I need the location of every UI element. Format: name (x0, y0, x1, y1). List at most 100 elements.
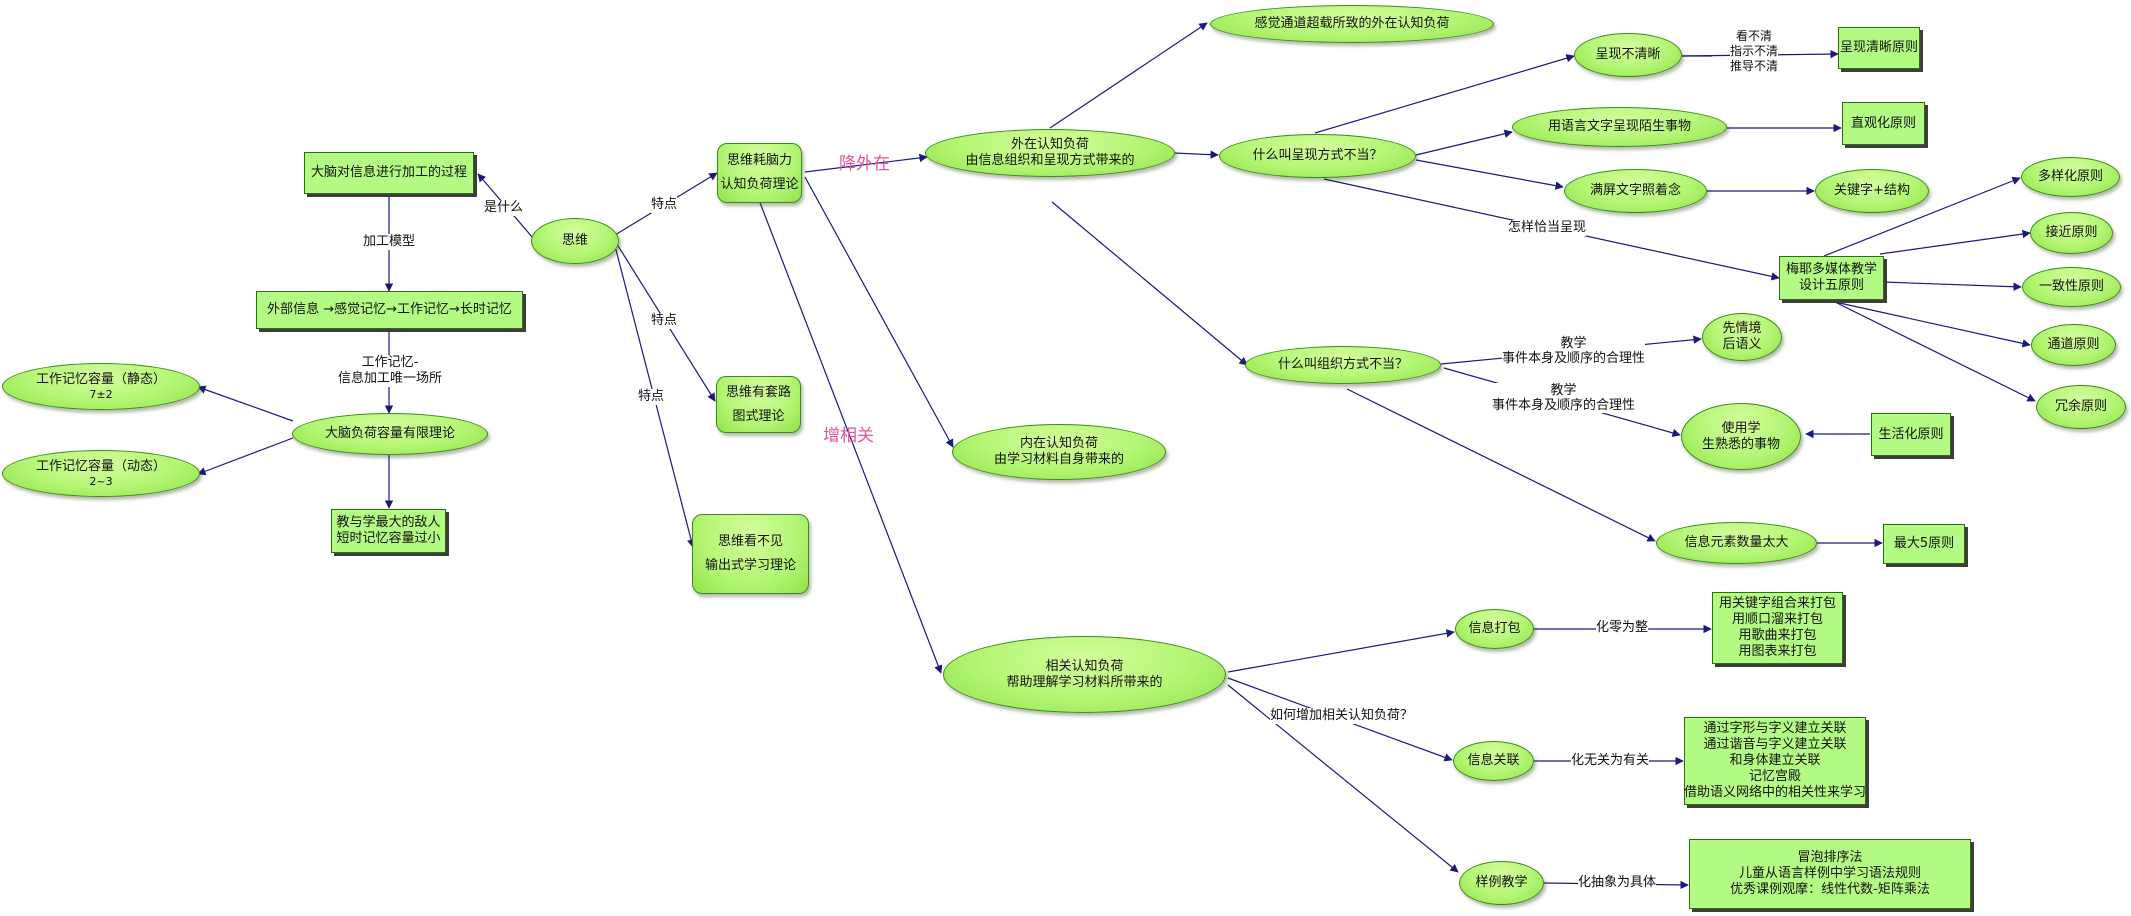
edge (1415, 159, 1564, 190)
node-proximity-principle: 接近原则 (2030, 212, 2113, 254)
packing-method-item: 用图表来打包 (1738, 644, 1817, 659)
edge (804, 176, 954, 448)
node-context-first: 先情境 后语义 (1702, 313, 1782, 361)
node-intuitive-principle: 直观化原则 (1842, 102, 1925, 145)
edge (197, 385, 294, 422)
association-method-item: 记忆宫殿 (1748, 769, 1801, 784)
node-info-flow-label: 外部信息 →感觉记忆→工作记忆→长时记忆 (267, 302, 512, 317)
edge-label-how-increase: 如何增加相关认知负荷？ (1270, 708, 1414, 724)
edge-label-trait-2: 特点 (651, 313, 678, 329)
node-channel-overload: 感觉通道超载所致的外在认知负荷 (1210, 5, 1494, 43)
node-keyword-structure: 关键字+结构 (1815, 169, 1929, 213)
node-intrinsic-load-title: 内在认知负荷 (1019, 436, 1098, 451)
edge-label-processing-model: 加工模型 (363, 234, 416, 250)
node-full-screen-text: 满屏文字照着念 (1564, 169, 1707, 213)
node-info-packing-label: 信息打包 (1468, 621, 1521, 636)
edge-label-unclear-detail-line: 看不清 (1736, 29, 1773, 43)
node-channel-principle: 通道原则 (2031, 324, 2116, 366)
association-method-item: 通过字形与字义建立关联 (1703, 721, 1847, 736)
node-channel-principle-label: 通道原则 (2047, 337, 2100, 352)
node-clear-principle: 呈现清晰原则 (1838, 27, 1920, 69)
edge (1049, 22, 1208, 129)
node-info-association: 信息关联 (1453, 741, 1534, 781)
edge-label-teaching-order-2: 教学 事件本身及顺序的合理性 (1492, 383, 1636, 413)
edge (1051, 201, 1248, 366)
node-info-packing: 信息打包 (1455, 609, 1534, 649)
node-example-methods: 冒泡排序法 儿童从语言样例中学习语法规则 优秀课例观摩：线性代数-矩阵乘法 (1689, 839, 1971, 909)
node-life-principle: 生活化原则 (1871, 413, 1951, 456)
node-thinking-label: 思维 (561, 233, 588, 248)
node-extraneous-load-title: 外在认知负荷 (1010, 137, 1089, 152)
edge-label-teaching-order-1-line1: 教学 (1560, 336, 1587, 351)
node-germane-load: 相关认知负荷 帮助理解学习材料所带来的 (943, 636, 1226, 713)
node-cognitive-load-theory-title: 思维耗脑力 (726, 153, 792, 168)
node-info-flow: 外部信息 →感觉记忆→工作记忆→长时记忆 (256, 291, 523, 329)
edge-label-whole: 化零为整 (1596, 620, 1649, 636)
edge-label-teaching-order-1-line2: 事件本身及顺序的合理性 (1502, 351, 1646, 366)
node-output-learning: 思维看不见 输出式学习理论 (692, 514, 809, 594)
node-wm-dynamic-title: 工作记忆容量（动态） (35, 459, 166, 474)
node-unclear-label: 呈现不清晰 (1595, 47, 1661, 62)
node-extraneous-load-subtitle: 由信息组织和呈现方式带来的 (965, 153, 1135, 168)
node-biggest-enemy-line2: 短时记忆容量过小 (336, 531, 441, 546)
edge (1415, 129, 1513, 156)
node-wm-dynamic: 工作记忆容量（动态） 2~3 (2, 450, 200, 497)
edge-label-working-memory: 工作记忆- 信息加工唯一场所 (338, 355, 443, 387)
edge-label-how-present: 怎样恰当呈现 (1508, 220, 1587, 236)
node-capacity-theory: 大脑负荷容量有限理论 (292, 413, 488, 455)
edge-label-unclear-detail: 看不清 指示不清 推导不清 (1730, 29, 1779, 74)
node-intrinsic-load: 内在认知负荷 由学习材料自身带来的 (952, 424, 1166, 480)
association-method-item: 和身体建立关联 (1729, 753, 1821, 768)
node-biggest-enemy-line1: 教与学最大的敌人 (336, 515, 441, 530)
edge-label-increase-germane: 增相关 (823, 426, 874, 446)
example-method-item: 冒泡排序法 (1797, 850, 1863, 865)
edge-label-abstract-to-concrete: 化抽象为具体 (1578, 875, 1657, 891)
node-redundancy-principle-label: 冗余原则 (2054, 399, 2107, 414)
node-wm-dynamic-value: 2~3 (89, 475, 113, 488)
edge (1882, 281, 2022, 291)
edge-label-unclear-detail-line: 推导不清 (1730, 59, 1779, 73)
node-diversity-principle: 多样化原则 (2021, 157, 2120, 197)
edge-label-teaching-order-1: 教学 事件本身及顺序的合理性 (1502, 336, 1646, 366)
node-text-unfamiliar: 用语言文字呈现陌生事物 (1512, 107, 1727, 147)
edge-label-trait-3: 特点 (638, 389, 665, 405)
node-capacity-theory-label: 大脑负荷容量有限理论 (324, 426, 455, 441)
edge-label-reduce-extraneous: 降外在 (839, 154, 890, 174)
node-schema-theory: 思维有套路 图式理论 (716, 376, 801, 433)
node-output-learning-title: 思维看不见 (717, 534, 783, 549)
node-intuitive-principle-label: 直观化原则 (1850, 115, 1916, 131)
node-association-methods: 通过字形与字义建立关联 通过谐音与字义建立关联 和身体建立关联 记忆宫殿 借助语… (1684, 717, 1866, 805)
edge (1834, 301, 2036, 402)
node-familiar-things-line1: 使用学 (1721, 420, 1761, 436)
node-too-many-elements-label: 信息元素数量太大 (1684, 535, 1789, 550)
node-process-definition-label: 大脑对信息进行加工的过程 (310, 165, 467, 180)
edge (758, 199, 943, 674)
edge (1314, 54, 1575, 134)
packing-method-item: 用顺口溜来打包 (1731, 612, 1823, 627)
node-process-definition: 大脑对信息进行加工的过程 (304, 152, 474, 194)
node-biggest-enemy: 教与学最大的敌人 短时记忆容量过小 (331, 509, 446, 553)
association-method-item: 通过谐音与字义建立关联 (1703, 737, 1847, 752)
node-wm-static-value: 7±2 (89, 388, 113, 401)
node-consistency-principle-label: 一致性原则 (2038, 279, 2104, 294)
edge (1823, 176, 2021, 257)
node-max5-principle: 最大5原则 (1883, 524, 1965, 564)
node-intrinsic-load-subtitle: 由学习材料自身带来的 (993, 452, 1124, 467)
node-improper-organization: 什么叫组织方式不当？ (1245, 346, 1441, 384)
node-thinking: 思维 (531, 218, 619, 264)
association-method-item: 借助语义网络中的相关性来学习 (1684, 785, 1867, 800)
edge-label-trait-1: 特点 (651, 197, 678, 213)
packing-method-item: 用关键字组合来打包 (1718, 596, 1836, 611)
node-mayer-principles-line1: 梅耶多媒体教学 (1785, 262, 1877, 277)
node-cognitive-load-theory-subtitle: 认知负荷理论 (720, 177, 799, 192)
edge (1834, 301, 2031, 348)
node-clear-principle-label: 呈现清晰原则 (1839, 40, 1918, 55)
node-wm-static-title: 工作记忆容量（静态） (35, 372, 166, 387)
node-context-first-line2: 后语义 (1722, 337, 1762, 352)
node-schema-theory-title: 思维有套路 (725, 384, 791, 400)
edge-label-teaching-order-2-line2: 事件本身及顺序的合理性 (1492, 398, 1636, 413)
edge-label-what-is: 是什么 (484, 200, 524, 216)
node-output-learning-subtitle: 输出式学习理论 (704, 558, 796, 573)
node-too-many-elements: 信息元素数量太大 (1656, 522, 1817, 564)
node-max5-principle-label: 最大5原则 (1893, 536, 1955, 551)
